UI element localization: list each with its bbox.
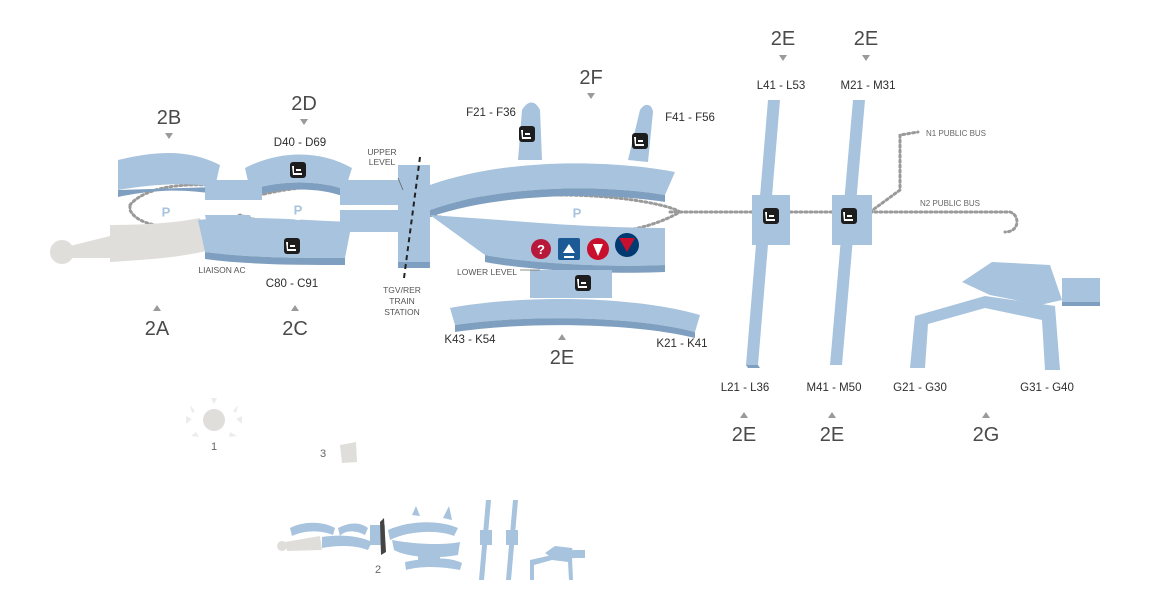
terminal-2b-building bbox=[118, 153, 220, 190]
terminal-2a-rotunda bbox=[50, 240, 74, 264]
tgv-label-1: TGV/RER bbox=[383, 285, 421, 295]
terminal-label-2e-m-bottom: 2E bbox=[820, 424, 844, 446]
seat-icon bbox=[519, 126, 535, 142]
arrow-down-icon bbox=[862, 55, 870, 61]
overview-terminal-1-label: 1 bbox=[211, 441, 217, 453]
parking-icon bbox=[567, 203, 587, 223]
terminal-label-2c: 2C bbox=[282, 318, 308, 340]
parking-icon bbox=[288, 200, 308, 220]
overview-terminal-2: 2 bbox=[277, 500, 585, 580]
gate-label-f-left: F21 - F36 bbox=[466, 107, 516, 119]
gate-label-d: D40 - D69 bbox=[274, 137, 326, 149]
overview-terminal-2-label: 2 bbox=[375, 564, 381, 576]
terminal-label-2b: 2B bbox=[157, 107, 181, 129]
gate-label-l-bottom: L21 - L36 bbox=[721, 382, 770, 394]
arrow-up-icon bbox=[153, 305, 161, 311]
seat-icon bbox=[575, 275, 591, 291]
arrow-down-icon bbox=[300, 119, 308, 125]
terminal-label-2a: 2A bbox=[145, 318, 170, 340]
liaison-ac-label: LIAISON AC bbox=[198, 265, 245, 275]
seat-icon bbox=[290, 162, 306, 178]
arrow-up-icon bbox=[558, 334, 566, 340]
gate-label-k-left: K43 - K54 bbox=[444, 334, 496, 346]
gate-label-c: C80 - C91 bbox=[266, 278, 318, 290]
n1-bus-label: N1 PUBLIC BUS bbox=[926, 129, 986, 138]
seat-icon bbox=[632, 133, 648, 149]
arrow-up-icon bbox=[740, 412, 748, 418]
seat-icon bbox=[284, 238, 300, 254]
gate-label-k-right: K21 - K41 bbox=[656, 338, 707, 350]
arrow-down-icon bbox=[165, 133, 173, 139]
n2-bus-label: N2 PUBLIC BUS bbox=[920, 199, 980, 208]
seat-icon bbox=[841, 208, 857, 224]
arrow-up-icon bbox=[982, 412, 990, 418]
terminal-2a-area bbox=[110, 218, 210, 262]
overview-terminal-1: 1 bbox=[186, 398, 242, 453]
terminal-2f-building bbox=[430, 163, 675, 210]
terminal-label-2e-m: 2E bbox=[854, 28, 878, 50]
info-icon bbox=[531, 239, 551, 259]
terminal-label-2e-l-bottom: 2E bbox=[732, 424, 756, 446]
terminal-label-2f: 2F bbox=[579, 67, 602, 89]
upper-level-leader bbox=[397, 177, 404, 191]
info-icon-text: ? bbox=[537, 242, 545, 257]
train-line bbox=[403, 156, 421, 279]
terminal-label-2d: 2D bbox=[291, 93, 317, 115]
tgv-label-3: STATION bbox=[384, 307, 420, 317]
gate-label-m-top: M21 - M31 bbox=[841, 80, 896, 92]
overview-terminal-3-label: 3 bbox=[320, 448, 326, 460]
arrow-down-icon bbox=[779, 55, 787, 61]
terminal-label-2e-l: 2E bbox=[771, 28, 795, 50]
gate-label-g-right: G31 - G40 bbox=[1020, 382, 1074, 394]
gate-label-l-top: L41 - L53 bbox=[757, 80, 806, 92]
arrow-up-icon bbox=[291, 305, 299, 311]
parking-icon bbox=[156, 202, 176, 222]
seat-icon bbox=[763, 208, 779, 224]
arrow-up-icon bbox=[828, 412, 836, 418]
bus-route-n2 bbox=[668, 210, 1019, 234]
arrow-down-icon bbox=[587, 93, 595, 99]
lower-level-label: LOWER LEVEL bbox=[457, 267, 517, 277]
upper-level-label: UPPER bbox=[367, 147, 396, 157]
terminal-label-2g: 2G bbox=[973, 424, 1000, 446]
terminal-2g-building bbox=[910, 296, 1060, 370]
upper-level-label-2: LEVEL bbox=[369, 157, 396, 167]
overview-terminal-3: 3 bbox=[320, 442, 357, 463]
terminal-label-2e-k: 2E bbox=[550, 347, 574, 369]
bus-route-n1 bbox=[868, 130, 920, 214]
gate-label-m-bottom: M41 - M50 bbox=[807, 382, 862, 394]
gate-label-f-right: F41 - F56 bbox=[665, 112, 715, 124]
tgv-label-2: TRAIN bbox=[389, 296, 415, 306]
gate-label-g-left: G21 - G30 bbox=[893, 382, 947, 394]
pier-k bbox=[450, 298, 700, 332]
station-connector bbox=[398, 165, 430, 262]
